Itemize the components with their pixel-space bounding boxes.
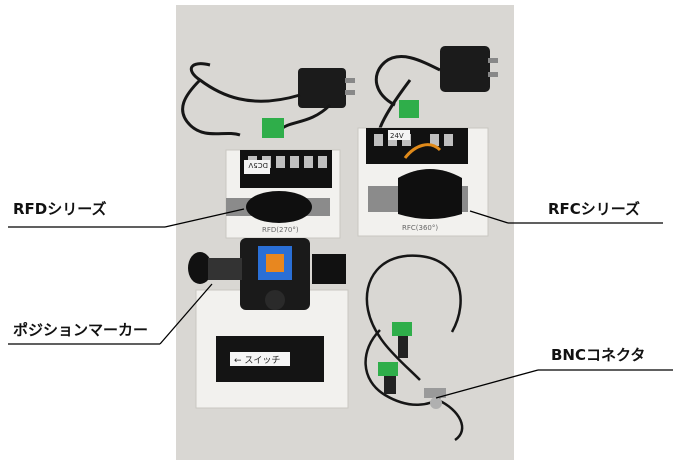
position-marker-label: ポジションマーカー <box>13 321 149 339</box>
green-connector <box>399 100 419 118</box>
switch-label: ← スイッチ <box>234 355 280 366</box>
power-cables <box>181 55 441 137</box>
green-connector <box>262 118 284 138</box>
rfd-leader <box>164 208 245 228</box>
rfd-terminal-label: DC5V <box>248 161 268 169</box>
rfc-series-label: RFCシリーズ <box>548 200 641 218</box>
position-marker-device <box>188 238 346 310</box>
rfc-terminal-label: 24V <box>390 132 404 140</box>
bnc-connector-label: BNCコネクタ <box>551 346 646 364</box>
position-marker-leader <box>159 283 213 345</box>
leader-lines <box>8 208 673 399</box>
rfd-board-text: RFD(270°) <box>262 226 299 234</box>
rfc-board-text: RFC(360°) <box>402 224 438 232</box>
bnc-cables <box>364 254 464 442</box>
power-adapter-right <box>440 46 498 92</box>
power-adapter-left <box>298 68 355 108</box>
rfd-series-label: RFDシリーズ <box>13 200 107 218</box>
rfc-leader <box>469 210 509 224</box>
rfd-board: DC5V RFD(270°) <box>225 149 341 239</box>
rfc-board: 24V RFC(360°) <box>357 127 489 237</box>
bnc-leader <box>435 369 539 399</box>
bnc-adapters <box>378 322 446 409</box>
